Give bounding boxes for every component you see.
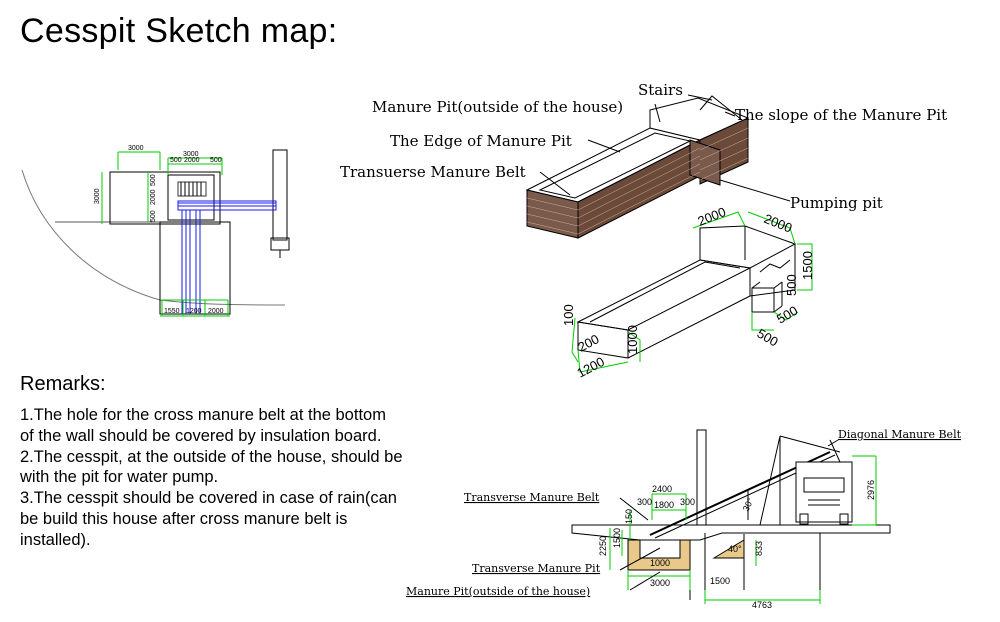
sec-dim-150: 150 (624, 509, 634, 524)
label-edge: The Edge of Manure Pit (390, 132, 572, 150)
remarks-heading: Remarks: (20, 373, 106, 395)
section-view (571, 429, 891, 604)
section-dimensions: 2400 1800 300 300 150 2250 1500 1000 300… (598, 480, 876, 610)
iso-dim-100: 100 (561, 304, 576, 326)
remark-line: 1.The hole for the cross manure belt at … (20, 406, 386, 424)
label-transverse-belt: Transverse Manure Belt (464, 491, 600, 504)
sec-dim-30deg: 30° (741, 496, 756, 513)
iso-view (525, 94, 813, 373)
iso-dim-500b: 500 (774, 303, 800, 327)
plan-dim-bottom-a: 1550 (164, 308, 180, 315)
page-title: Cesspit Sketch map: (20, 12, 338, 50)
label-slope: The slope of the Manure Pit (735, 106, 947, 124)
iso-dim-2000a: 2000 (696, 204, 728, 229)
remark-line: 2.The cesspit, at the outside of the hou… (20, 447, 403, 466)
sec-dim-1000: 1000 (650, 558, 670, 568)
plan-dim-pit-right: 500 (210, 157, 222, 164)
plan-dim-bottom-c: 2000 (208, 308, 224, 315)
sec-dim-1500v: 1500 (612, 528, 622, 548)
plan-dim-side-c: 500 (150, 210, 157, 222)
iso-dim-2000b: 2000 (762, 211, 794, 236)
sec-dim-3000: 3000 (650, 578, 670, 588)
plan-view (21, 149, 290, 317)
plan-dim-side-b: 2000 (150, 189, 157, 205)
sec-dim-40deg: 40° (728, 544, 742, 554)
label-belt: Transuerse Manure Belt (340, 163, 526, 181)
iso-dim-500c: 500 (755, 326, 781, 350)
label-transverse-pit: Transverse Manure Pit (472, 562, 601, 575)
label-pumping: Pumping pit (790, 194, 883, 212)
label-diagonal-belt: Diagonal Manure Belt (838, 428, 962, 441)
remark-line: installed). (20, 530, 91, 549)
sec-dim-2976: 2976 (866, 480, 876, 500)
sec-dim-1800: 1800 (654, 500, 674, 510)
sec-dim-300b: 300 (680, 497, 695, 507)
section-labels: Diagonal Manure Belt Transverse Manure B… (406, 428, 962, 598)
label-stairs: Stairs (638, 81, 683, 99)
remark-line: 3.The cesspit should be covered in case … (20, 489, 397, 508)
plan-dimensions: 3000 3000 500 2000 500 3000 500 2000 500… (94, 145, 224, 315)
plan-dim-side-a: 500 (150, 174, 157, 186)
remark-line: be build this house after cross manure b… (20, 509, 348, 528)
sec-dim-300a: 300 (637, 497, 652, 507)
remarks-list: 1.The hole for the cross manure belt at … (20, 405, 460, 551)
plan-dim-width: 3000 (128, 145, 144, 152)
sec-dim-2250: 2250 (598, 536, 608, 556)
plan-dim-pit-mid: 2000 (184, 157, 200, 164)
plan-dim-bottom-b: 1200 (186, 308, 202, 315)
remark-line: with the pit for water pump. (20, 468, 219, 487)
iso-dim-1200: 1200 (574, 354, 607, 381)
iso-labels: Stairs Manure Pit(outside of the house) … (340, 81, 947, 212)
sec-dim-833: 833 (754, 541, 764, 556)
iso-dim-200: 200 (575, 331, 601, 354)
sec-dim-1500h: 1500 (710, 576, 730, 586)
remark-line: of the wall should be covered by insulat… (20, 426, 382, 445)
sec-dim-4763: 4763 (752, 600, 772, 610)
iso-dim-1000: 1000 (625, 325, 640, 354)
sec-dim-2400: 2400 (652, 484, 672, 494)
label-section-manure-pit: Manure Pit(outside of the house) (406, 585, 590, 598)
plan-dim-height: 3000 (94, 188, 101, 204)
iso-dim-1500: 1500 (800, 251, 815, 280)
label-manure-pit: Manure Pit(outside of the house) (372, 98, 623, 116)
plan-dim-pit-left: 500 (170, 157, 182, 164)
plan-dim-top: 3000 (183, 151, 199, 158)
iso-dimensions: 2000 2000 1500 500 500 500 100 200 1000 … (561, 204, 815, 381)
iso-dim-500a: 500 (784, 274, 799, 296)
